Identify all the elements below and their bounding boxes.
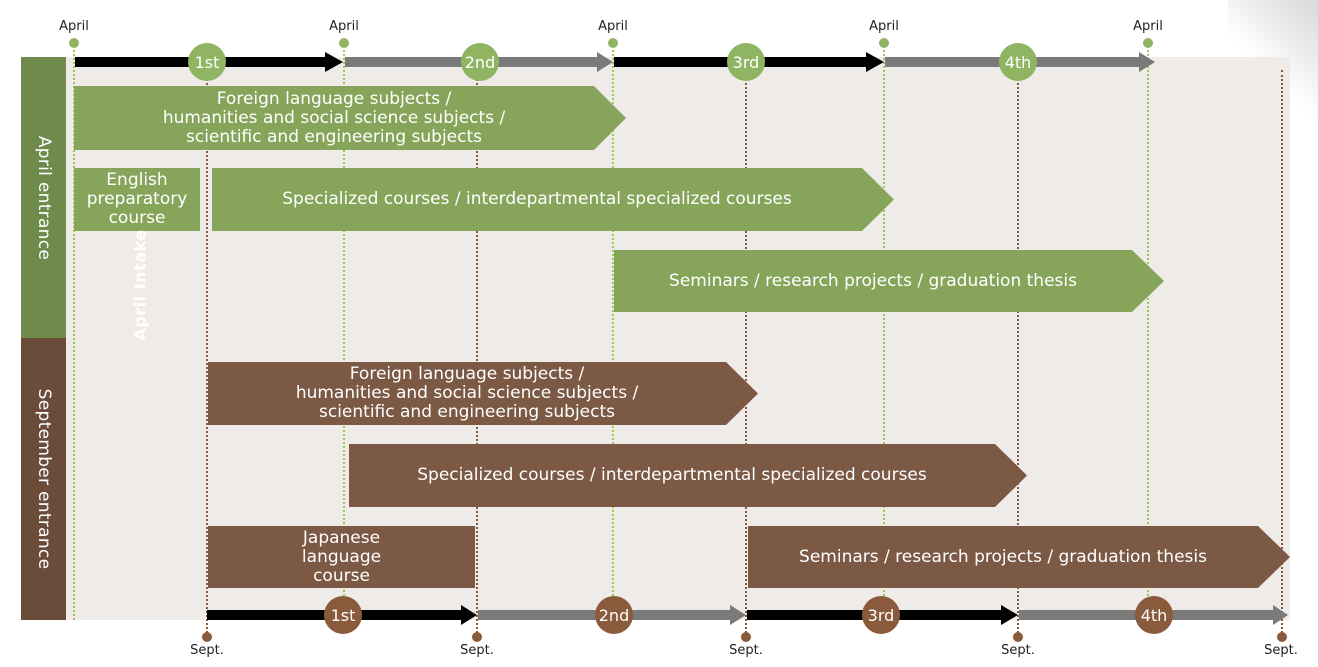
april-point bbox=[608, 38, 618, 48]
april-label: April bbox=[1133, 19, 1163, 34]
april-label: April bbox=[869, 19, 899, 34]
top-year-marker-3: 3rd bbox=[727, 43, 765, 81]
top-year-marker-2: 2nd bbox=[461, 43, 499, 81]
sept-guide-line bbox=[1281, 70, 1283, 633]
april-english-course-bar: English preparatory course bbox=[74, 168, 200, 231]
april-guide-line bbox=[1147, 45, 1149, 620]
bottom-year-marker-4: 4th bbox=[1135, 596, 1173, 634]
april-guide-line bbox=[883, 45, 885, 620]
sept-guide-line bbox=[745, 70, 747, 633]
sept-label: Sept. bbox=[729, 643, 763, 658]
april-label: April bbox=[329, 19, 359, 34]
september-entrance-label: September entrance bbox=[33, 388, 54, 570]
april-guide-line bbox=[73, 45, 75, 620]
sept-point bbox=[741, 632, 751, 642]
april-point bbox=[1143, 38, 1153, 48]
bottom-year-marker-1: 1st bbox=[324, 596, 362, 634]
april-point bbox=[339, 38, 349, 48]
sept-guide-line bbox=[476, 70, 478, 633]
april-point bbox=[69, 38, 79, 48]
bottom-year-marker-3: 3rd bbox=[862, 596, 900, 634]
april-entrance-label: April entrance bbox=[33, 135, 54, 260]
top-year-marker-4: 4th bbox=[999, 43, 1037, 81]
april-guide-line bbox=[612, 45, 614, 620]
sept-specialized-courses-bar: Specialized courses / interdepartmental … bbox=[349, 444, 1027, 507]
sept-point bbox=[472, 632, 482, 642]
april-specialized-courses-bar: Specialized courses / interdepartmental … bbox=[212, 168, 894, 231]
april-general-subjects-bar: Foreign language subjects / humanities a… bbox=[74, 86, 626, 150]
sept-label: Sept. bbox=[190, 643, 224, 658]
april-label: April bbox=[59, 19, 89, 34]
sept-seminars-bar: Seminars / research projects / graduatio… bbox=[748, 526, 1290, 588]
sept-point bbox=[1013, 632, 1023, 642]
sept-point bbox=[202, 632, 212, 642]
top-year-marker-1: 1st bbox=[188, 43, 226, 81]
april-guide-line bbox=[343, 45, 345, 620]
bottom-year-marker-2: 2nd bbox=[595, 596, 633, 634]
sept-japanese-course-bar: Japanese language course bbox=[208, 526, 475, 588]
april-entrance-label-bar: April entrance bbox=[21, 57, 66, 338]
sept-point bbox=[1277, 632, 1287, 642]
september-entrance-label-bar: September entrance bbox=[21, 338, 66, 620]
april-seminars-bar: Seminars / research projects / graduatio… bbox=[614, 250, 1164, 312]
sept-general-subjects-bar: Foreign language subjects / humanities a… bbox=[208, 362, 758, 425]
sept-guide-line bbox=[206, 70, 208, 633]
april-intake-watermark: April Intake bbox=[130, 229, 150, 341]
april-label: April bbox=[598, 19, 628, 34]
sept-label: Sept. bbox=[1001, 643, 1035, 658]
sept-label: Sept. bbox=[1264, 643, 1298, 658]
sept-label: Sept. bbox=[460, 643, 494, 658]
april-point bbox=[879, 38, 889, 48]
sept-guide-line bbox=[1017, 70, 1019, 633]
